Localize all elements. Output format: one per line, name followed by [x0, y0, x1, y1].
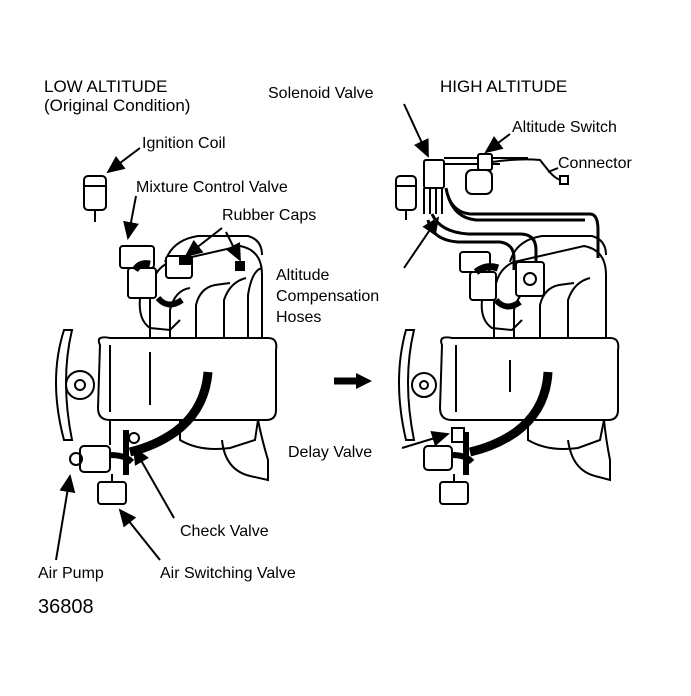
altitude-compensation-hoses-label-line3: Hoses	[276, 309, 322, 326]
delay-valve-arrow	[401, 431, 450, 449]
air-pump-label: Air Pump	[38, 565, 104, 582]
left-vacuum-hose-b	[155, 295, 184, 308]
air-switching-valve-label: Air Switching Valve	[160, 565, 296, 582]
high-altitude-title: HIGH ALTITUDE	[440, 77, 568, 96]
right-air-switching-valve	[439, 474, 469, 505]
right-leader-lines	[401, 103, 559, 449]
altitude-compensation-hoses-label-line1: Altitude	[276, 267, 330, 284]
right-vacuum-hose-a	[473, 263, 500, 275]
left-ignition-coil	[83, 175, 107, 222]
left-fan	[55, 329, 95, 441]
right-engine-block	[438, 336, 620, 482]
right-ignition-coil	[395, 175, 417, 220]
connector-leader	[547, 167, 559, 173]
right-compensation-hoses	[426, 187, 600, 270]
left-engine-block	[96, 336, 278, 482]
right-vacuum-hose-b	[493, 297, 522, 310]
ignition-coil-arrow	[106, 147, 141, 174]
left-air-switching-valve	[97, 474, 127, 505]
figure-number: 36808	[38, 596, 94, 618]
left-air-pump	[69, 445, 135, 473]
rubber-cap-arrow-2	[225, 231, 241, 262]
ignition-coil-label: Ignition Coil	[142, 135, 226, 152]
rubber-cap-arrow-1	[184, 227, 223, 258]
air-switching-valve-arrow	[118, 508, 161, 561]
right-solenoid-assembly	[423, 153, 569, 214]
right-air-hose	[468, 371, 553, 457]
low-altitude-subtitle: (Original Condition)	[44, 96, 191, 115]
left-leader-lines	[55, 147, 241, 561]
mixture-control-valve-arrow	[123, 195, 139, 240]
left-vacuum-hose-a	[132, 260, 151, 273]
right-intake-manifold	[493, 235, 607, 338]
solenoid-valve-label: Solenoid Valve	[268, 85, 374, 102]
left-check-valve	[123, 430, 140, 475]
altitude-compensation-hoses-label-line2: Compensation	[276, 288, 380, 305]
altitude-switch-label: Altitude Switch	[512, 119, 617, 136]
altitude-compensation-hoses-arrow	[403, 216, 440, 269]
right-engine	[395, 153, 620, 505]
check-valve-label: Check Valve	[180, 523, 269, 540]
rubber-caps-label: Rubber Caps	[222, 207, 317, 224]
right-carburetor	[459, 251, 545, 332]
low-altitude-title: LOW ALTITUDE	[44, 77, 168, 96]
left-engine	[55, 175, 278, 505]
right-delay-valve	[451, 427, 469, 475]
delay-valve-label: Delay Valve	[288, 444, 373, 461]
check-valve-arrow	[133, 446, 175, 519]
air-pump-arrow	[55, 474, 76, 561]
connector-label: Connector	[558, 155, 632, 172]
solenoid-valve-arrow	[403, 103, 429, 158]
left-intake-manifold	[149, 235, 263, 338]
transition-arrow	[334, 373, 372, 389]
altitude-switch-arrow	[484, 133, 511, 154]
left-air-hose	[128, 371, 213, 457]
right-fan	[398, 329, 437, 441]
mixture-control-valve-label: Mixture Control Valve	[136, 179, 288, 196]
